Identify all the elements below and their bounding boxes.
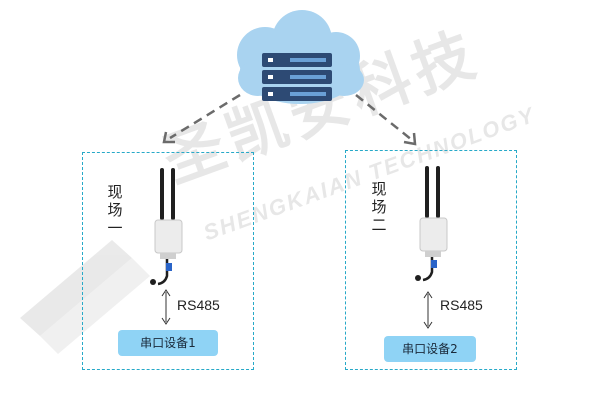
site-one-label: 现场一 [107,183,123,237]
site-two-box [345,150,517,370]
site-one-rs485-label: RS485 [177,297,220,313]
site-two-rs485-label: RS485 [440,297,483,313]
arrow-to-site-one [162,93,241,144]
server-icon [262,53,332,101]
serial-device-2-button[interactable]: 串口设备2 [384,336,476,362]
rs485-arrow-site-two [423,291,433,329]
serial-device-1-button[interactable]: 串口设备1 [118,330,218,356]
wireless-gateway-icon [415,166,448,282]
arrow-to-site-two [355,94,417,146]
wireless-gateway-icon [150,168,183,286]
site-two-label: 现场二 [371,180,387,234]
site-one-box [82,152,254,370]
rs485-arrow-site-one [161,289,171,325]
